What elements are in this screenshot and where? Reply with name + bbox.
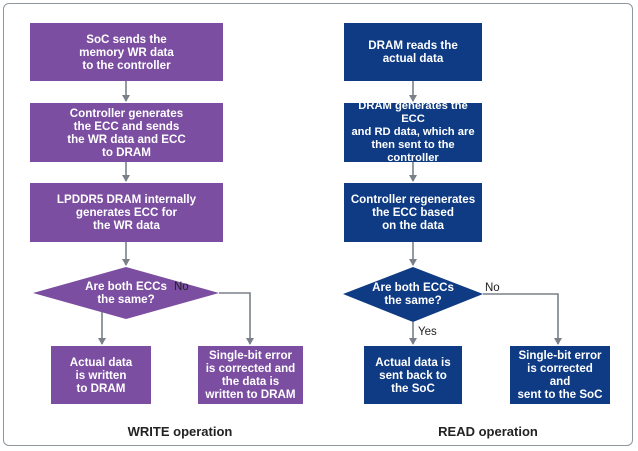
- write-decision-line: the same?: [97, 293, 155, 306]
- read-yes-label: Yes: [418, 326, 437, 338]
- write-step-3-line: LPDDR5 DRAM internally: [56, 193, 197, 206]
- read-no-label: No: [485, 282, 500, 294]
- write-step-3-line: the WR data: [93, 219, 160, 232]
- write-no-arrow: [219, 292, 254, 345]
- write-no-line: written to DRAM: [205, 388, 296, 401]
- read-yes-line: Actual data is: [375, 355, 451, 369]
- read-step-2-line: then sent to the controller: [371, 139, 455, 164]
- read-yes-line: the SoC: [391, 381, 435, 395]
- write-caption: WRITE operation: [127, 424, 233, 439]
- write-no-line: is corrected and: [205, 362, 296, 375]
- read-step-1-line: actual data: [382, 52, 444, 65]
- write-step-2-line: Controller generates: [69, 106, 184, 120]
- read-caption: READ operation: [438, 424, 538, 439]
- read-step-3-line: on the data: [382, 219, 444, 232]
- write-step-2-line: the WR data and ECC: [67, 132, 186, 146]
- write-no-line: the data is: [221, 375, 280, 388]
- write-step-2-line: the ECC and sends: [73, 119, 180, 133]
- write-yes-line: Actual data: [69, 355, 133, 369]
- write-step-1-line: memory WR data: [79, 45, 174, 59]
- write-no-line: Single-bit error: [208, 349, 293, 362]
- read-step-1-line: DRAM reads the: [368, 39, 458, 52]
- write-step-3-line: generates ECC for: [75, 206, 178, 219]
- write-decision-line: Are both ECCs: [85, 280, 167, 293]
- read-no-arrow: [483, 293, 562, 345]
- write-yes-line: to DRAM: [76, 381, 126, 395]
- read-decision-line: the same?: [384, 294, 442, 307]
- read-no-line: Single-bit error: [518, 349, 602, 362]
- write-step-1-line: to the controller: [82, 58, 171, 72]
- read-decision-diamond: [343, 267, 483, 322]
- read-no-line: sent to the SoC: [517, 388, 603, 401]
- read-step-2-line: and RD data, which are: [351, 126, 475, 138]
- write-no-label: No: [174, 281, 189, 293]
- read-step-2-line: DRAM generates the ECC: [358, 100, 468, 125]
- read-decision-line: Are both ECCs: [372, 281, 454, 294]
- write-yes-line: is written: [75, 368, 127, 382]
- write-step-2-line: to DRAM: [102, 145, 151, 159]
- read-step-3-line: Controller regenerates: [350, 193, 476, 206]
- read-yes-line: sent back to: [379, 368, 447, 382]
- read-step-3-line: the ECC based: [372, 206, 454, 219]
- write-step-1-line: SoC sends the: [86, 32, 167, 46]
- read-no-line: is corrected and: [527, 362, 593, 388]
- write-decision-diamond: [33, 267, 219, 319]
